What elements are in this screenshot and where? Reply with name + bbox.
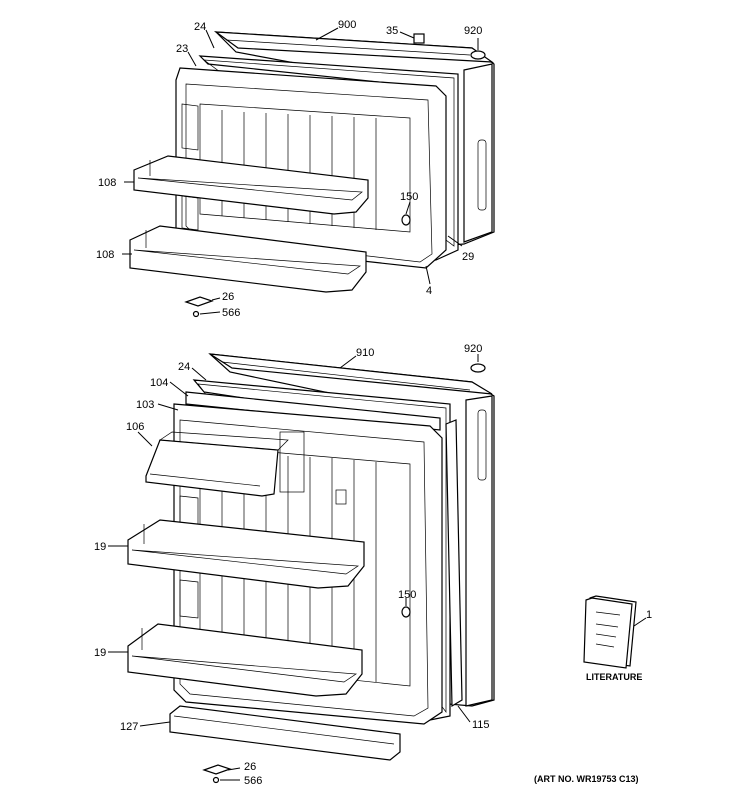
callout-566-top: 566 (222, 307, 240, 319)
callout-24-top: 24 (194, 21, 206, 33)
fresh-food-outer-door-panel (208, 353, 495, 707)
freezer-hinge-part-26 (184, 296, 214, 307)
fresh-food-hinge-part-26 (202, 764, 232, 775)
freezer-door-assembly: 900 35 920 24 23 108 108 150 29 4 26 566 (96, 19, 495, 319)
callout-900: 900 (338, 19, 356, 31)
callout-4: 4 (426, 285, 432, 297)
callout-106: 106 (126, 421, 144, 433)
callout-920-bottom: 920 (464, 343, 482, 355)
fresh-food-door-part-104 (185, 391, 441, 431)
freezer-screw-part-566 (192, 310, 200, 318)
callout-23: 23 (176, 43, 188, 55)
callout-19-upper: 19 (94, 541, 106, 553)
freezer-inner-liner (175, 67, 447, 269)
callout-26-top: 26 (222, 291, 234, 303)
freezer-hinge-pin-part-35 (413, 33, 425, 44)
freezer-door-shelf-lower (129, 225, 367, 293)
callout-104: 104 (150, 377, 168, 389)
callout-910: 910 (356, 347, 374, 359)
callout-1: 1 (646, 609, 652, 621)
callout-108-lower: 108 (96, 249, 114, 261)
literature-label: LITERATURE (586, 672, 642, 682)
callout-103: 103 (136, 399, 154, 411)
callout-566-bottom: 566 (244, 775, 262, 787)
literature-booklet: 1 LITERATURE (583, 595, 652, 682)
callout-150-bottom: 150 (398, 589, 416, 601)
freezer-plug-part-920 (470, 50, 486, 60)
freezer-door-stop-part-150 (401, 214, 411, 226)
fresh-food-door-trim-127 (169, 705, 401, 761)
fresh-food-door-stop-part-150 (401, 606, 411, 618)
callout-150-top: 150 (400, 191, 418, 203)
callout-35: 35 (386, 25, 398, 37)
callout-127: 127 (120, 721, 138, 733)
fresh-food-door-part-115 (445, 419, 463, 708)
callout-108-upper: 108 (98, 177, 116, 189)
fresh-food-door-shelf-lower (127, 623, 363, 697)
callout-920-top: 920 (464, 25, 482, 37)
fresh-food-door-shelf-upper (127, 519, 365, 589)
dairy-compartment (145, 431, 305, 497)
callout-19-lower: 19 (94, 647, 106, 659)
fresh-food-plug-part-920 (470, 363, 486, 373)
callout-24-bottom: 24 (178, 361, 190, 373)
callout-115: 115 (472, 719, 490, 731)
freezer-door-shelf-upper (133, 155, 369, 215)
callout-26-bottom: 26 (244, 761, 256, 773)
art-number: (ART NO. WR19753 C13) (534, 774, 639, 784)
callout-29: 29 (462, 251, 474, 263)
fresh-food-door-assembly: 910 920 24 104 103 106 19 150 19 127 115… (94, 343, 495, 787)
fresh-food-screw-part-566 (212, 776, 220, 784)
